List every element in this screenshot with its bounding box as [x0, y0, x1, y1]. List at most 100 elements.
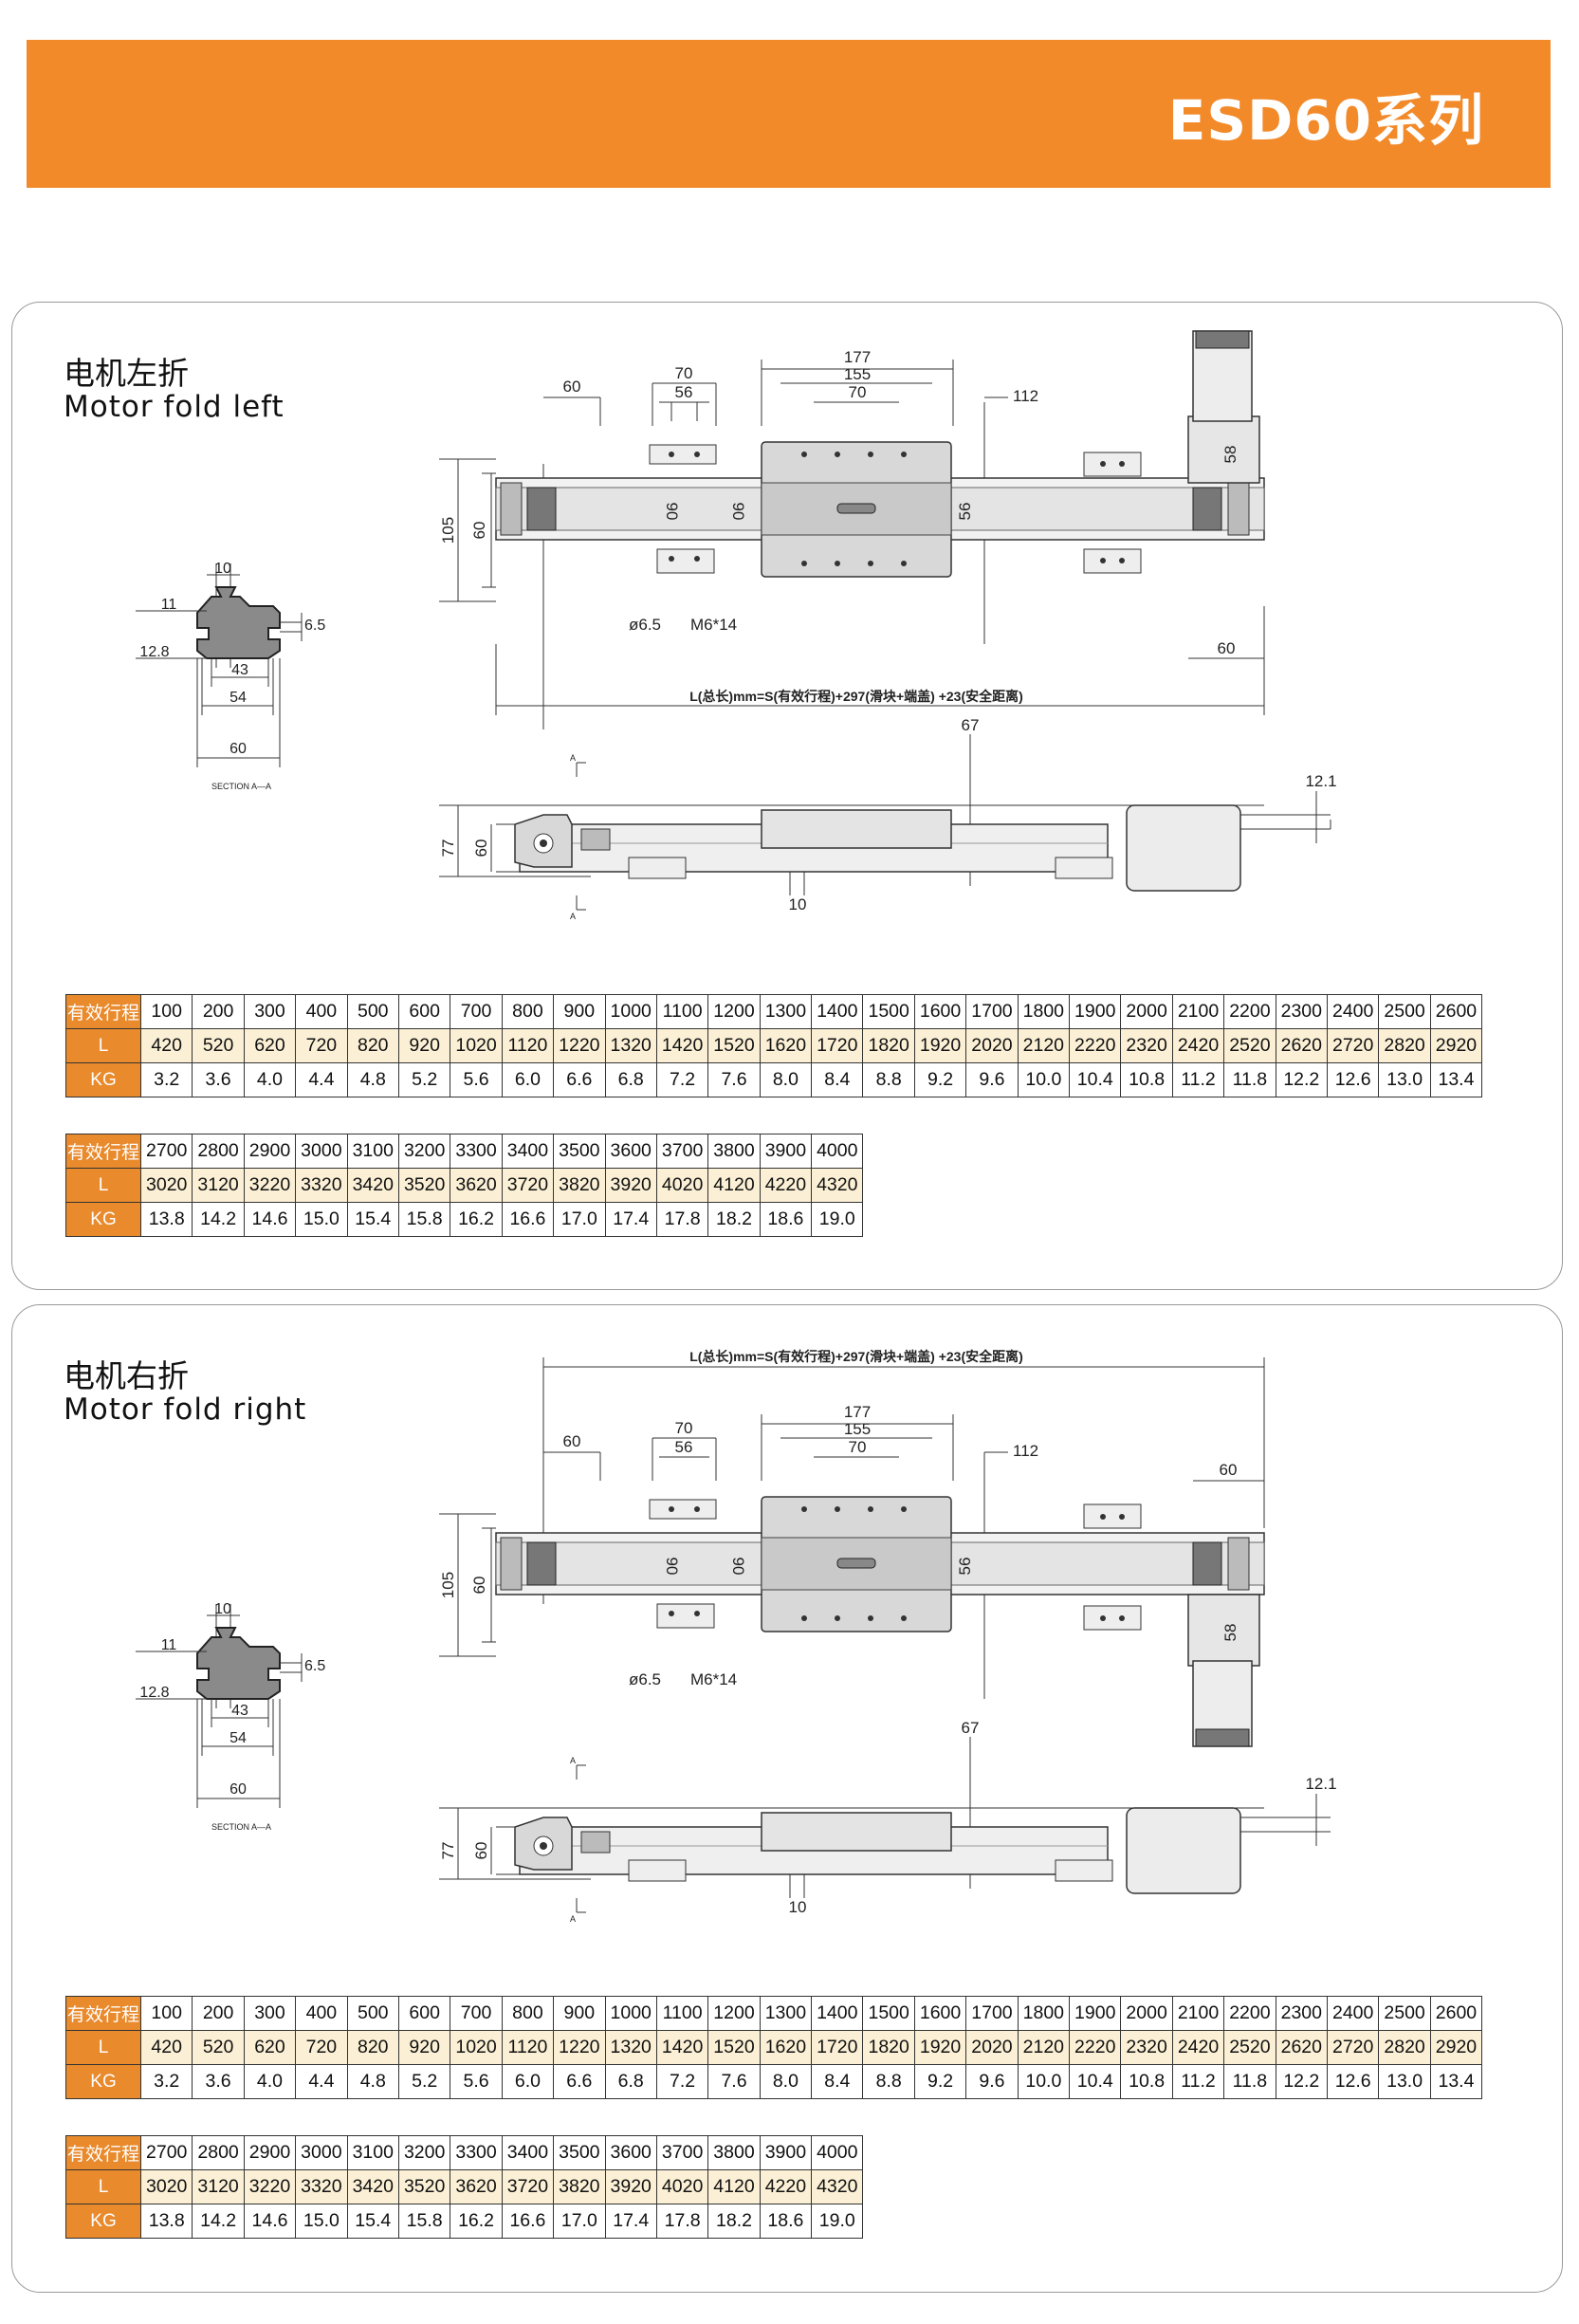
- dim-70-top: 70: [675, 364, 693, 382]
- table-cell: 3520: [397, 2169, 451, 2204]
- table-cell: 12.2: [1275, 1062, 1328, 1097]
- section-title-en: Motor fold left: [64, 390, 285, 424]
- table-cell: 2300: [1275, 1996, 1328, 2031]
- row-label-length: L: [65, 2030, 141, 2065]
- table-cell: 3420: [346, 1168, 399, 1203]
- dim-67: 67: [962, 716, 980, 734]
- table-cell: 2020: [965, 2030, 1019, 2065]
- table-cell: 8.8: [862, 2064, 915, 2099]
- row-label-length: L: [65, 2169, 141, 2204]
- table-cell: 300: [243, 994, 297, 1029]
- section-title-en: Motor fold right: [64, 1393, 307, 1427]
- table-cell: 10.8: [1120, 1062, 1173, 1097]
- table-cell: 5.6: [450, 1062, 503, 1097]
- table-cell: 520: [192, 2030, 245, 2065]
- table-cell: 11.8: [1223, 1062, 1276, 1097]
- dim-70-top: 70: [675, 1419, 693, 1437]
- table-cell: 200: [192, 994, 245, 1029]
- section-dim-54: 54: [230, 1730, 247, 1746]
- table-cell: 3200: [397, 2135, 451, 2170]
- table-cell: 18.2: [707, 2204, 761, 2239]
- table-cell: 3400: [501, 1134, 555, 1169]
- table-cell: 2400: [1326, 1996, 1380, 2031]
- dim-112: 112: [1013, 387, 1038, 405]
- table-cell: 9.2: [913, 1062, 967, 1097]
- table-cell: 2420: [1171, 2030, 1225, 2065]
- table-cell: 3900: [759, 2135, 813, 2170]
- table-cell: 2700: [139, 1134, 193, 1169]
- table-cell: 16.2: [450, 2204, 503, 2239]
- table-cell: 2400: [1326, 994, 1380, 1029]
- table-cell: 2620: [1275, 2030, 1328, 2065]
- dim-60-top: 60: [563, 1432, 581, 1450]
- dim-hole: ø6.5: [629, 1670, 661, 1688]
- table-cell: 3100: [346, 2135, 399, 2170]
- section-label: SECTION A—A: [211, 782, 271, 791]
- table-cell: 16.6: [501, 2204, 555, 2239]
- table-cell: 2000: [1120, 994, 1173, 1029]
- table-cell: 800: [501, 994, 555, 1029]
- top-view-drawing: 60 70 56 177 155 70 112 58 105 60 90 90 …: [439, 330, 1265, 729]
- table-cell: 3000: [295, 2135, 348, 2170]
- table-cell: 1620: [759, 2030, 813, 2065]
- table-cell: 3500: [553, 1134, 606, 1169]
- table-cell: 12.6: [1326, 2064, 1380, 2099]
- section-mark-a-bottom: A: [570, 1914, 576, 1924]
- section-dim-12-8: 12.8: [139, 644, 169, 660]
- table-cell: 13.8: [139, 1202, 193, 1237]
- dim-screw: M6*14: [690, 1670, 737, 1688]
- side-view-drawing: 67 12.1 77 60 10 A A: [439, 1719, 1337, 1924]
- table-cell: 15.8: [397, 2204, 451, 2239]
- table-cell: 200: [192, 1996, 245, 2031]
- dim-60-vertical: 60: [470, 522, 488, 540]
- table-cell: 1720: [811, 1028, 864, 1063]
- table-cell: 4.8: [346, 1062, 399, 1097]
- table-cell: 17.4: [604, 1202, 657, 1237]
- table-cell: 3600: [604, 2135, 657, 2170]
- dim-112: 112: [1013, 1442, 1038, 1460]
- table-cell: 400: [295, 1996, 348, 2031]
- section-dim-12-8: 12.8: [139, 1685, 169, 1701]
- table-cell: 15.0: [295, 1202, 348, 1237]
- table-cell: 4120: [707, 1168, 761, 1203]
- table-cell: 3120: [192, 2169, 245, 2204]
- dim-60-vertical: 60: [470, 1577, 488, 1595]
- dim-hole: ø6.5: [629, 616, 661, 634]
- table-cell: 5.2: [397, 1062, 451, 1097]
- table-cell: 3720: [501, 1168, 555, 1203]
- table-cell: 3600: [604, 1134, 657, 1169]
- table-cell: 18.2: [707, 1202, 761, 1237]
- table-cell: 2000: [1120, 1996, 1173, 2031]
- table-cell: 3300: [450, 2135, 503, 2170]
- table-cell: 15.0: [295, 2204, 348, 2239]
- table-cell: 19.0: [811, 2204, 864, 2239]
- table-cell: 3100: [346, 1134, 399, 1169]
- dim-10: 10: [789, 895, 807, 913]
- table-cell: 3320: [295, 2169, 348, 2204]
- table-cell: 520: [192, 1028, 245, 1063]
- table-cell: 1820: [862, 1028, 915, 1063]
- table-cell: 420: [139, 1028, 193, 1063]
- table-cell: 14.2: [192, 1202, 245, 1237]
- table-cell: 700: [450, 994, 503, 1029]
- section-mark-a-top: A: [570, 753, 576, 763]
- table-cell: 17.0: [553, 2204, 606, 2239]
- dim-56-vertical: 56: [956, 503, 974, 521]
- section-title-cn: 电机左折: [64, 355, 189, 392]
- row-label-weight: KG: [65, 1062, 141, 1097]
- table-cell: 3020: [139, 1168, 193, 1203]
- row-label-length: L: [65, 1028, 141, 1063]
- section-dim-6-5: 6.5: [304, 618, 325, 634]
- table-cell: 500: [346, 1996, 399, 2031]
- table-cell: 15.8: [397, 1202, 451, 1237]
- table-cell: 2520: [1223, 1028, 1276, 1063]
- table-cell: 12.2: [1275, 2064, 1328, 2099]
- table-cell: 600: [397, 1996, 451, 2031]
- table-cell: 2920: [1429, 2030, 1483, 2065]
- table-cell: 3620: [450, 2169, 503, 2204]
